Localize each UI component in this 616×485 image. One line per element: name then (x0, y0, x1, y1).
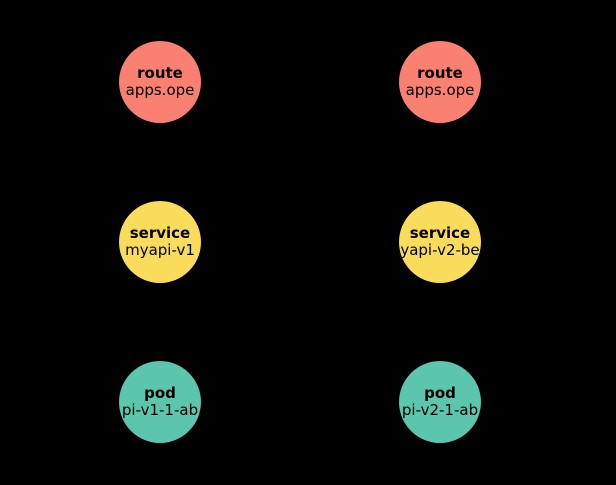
node-kind-label: service (129, 224, 191, 242)
node-kind-label: route (417, 64, 463, 82)
node-name-label: yapi-v2-be (400, 241, 480, 260)
node-name-label: myapi-v1 (125, 241, 195, 260)
node-name-label: apps.ope (125, 81, 195, 100)
node-kind-label: route (137, 64, 183, 82)
node-label-stack: pod pi-v1-1-ab (119, 385, 201, 419)
node-label-stack: pod pi-v2-1-ab (399, 385, 481, 419)
node-label-stack: service yapi-v2-be (399, 225, 481, 259)
graph-node-service-v1[interactable]: service myapi-v1 (119, 201, 201, 283)
node-label-stack: service myapi-v1 (119, 225, 201, 259)
node-kind-label: service (409, 224, 471, 242)
node-label-stack: route apps.ope (399, 65, 481, 99)
graph-node-pod-v1[interactable]: pod pi-v1-1-ab (119, 361, 201, 443)
graph-node-route-v1[interactable]: route apps.ope (119, 41, 201, 123)
node-kind-label: pod (424, 384, 456, 402)
node-name-label: pi-v1-1-ab (121, 401, 199, 420)
graph-node-pod-v2[interactable]: pod pi-v2-1-ab (399, 361, 481, 443)
graph-node-service-v2[interactable]: service yapi-v2-be (399, 201, 481, 283)
node-kind-label: pod (144, 384, 176, 402)
node-label-stack: route apps.ope (119, 65, 201, 99)
node-name-label: pi-v2-1-ab (401, 401, 479, 420)
graph-node-route-v2[interactable]: route apps.ope (399, 41, 481, 123)
node-name-label: apps.ope (405, 81, 475, 100)
